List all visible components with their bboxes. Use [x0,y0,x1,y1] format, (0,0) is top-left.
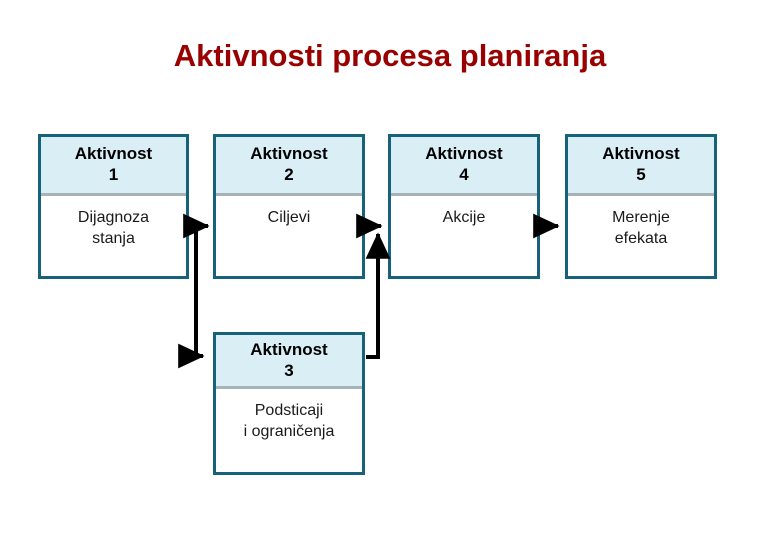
activity-box-3[interactable]: Aktivnost 3 Podsticaji i ograničenja [213,332,365,475]
activity-4-body: Akcije [391,196,537,276]
activity-box-4[interactable]: Aktivnost 4 Akcije [388,134,540,279]
activity-box-2[interactable]: Aktivnost 2 Ciljevi [213,134,365,279]
activity-1-body: Dijagnoza stanja [41,196,186,276]
activity-1-header: Aktivnost 1 [41,137,186,196]
connector-1-to-3 [178,224,205,369]
activity-1-header-line2: 1 [108,165,119,184]
activity-2-header: Aktivnost 2 [216,137,362,196]
activity-3-body: Podsticaji i ograničenja [216,389,362,472]
activity-5-body: Merenje efekata [568,196,714,276]
activity-5-header-line2: 5 [636,165,646,184]
activity-4-header: Aktivnost 4 [391,137,537,196]
activity-3-header: Aktivnost 3 [216,335,362,389]
activity-3-header-line1: Aktivnost [250,339,328,359]
activity-1-header-line1: Aktivnost [74,144,153,164]
activity-box-5[interactable]: Aktivnost 5 Merenje efekata [565,134,717,279]
page-title: Aktivnosti procesa planiranja [173,38,607,73]
activity-box-1[interactable]: Aktivnost 1 Dijagnoza stanja [38,134,189,279]
activity-5-header-line1: Aktivnost [602,144,680,164]
activity-2-header-line2: 2 [284,165,294,184]
activity-2-body: Ciljevi [216,196,362,276]
connector-3-to-4 [365,232,391,359]
activity-2-header-line1: Aktivnost [250,144,328,164]
activity-3-header-line2: 3 [284,360,294,380]
activity-5-header: Aktivnost 5 [568,137,714,196]
activity-4-header-line2: 4 [459,165,469,184]
activity-4-header-line1: Aktivnost [425,144,503,164]
